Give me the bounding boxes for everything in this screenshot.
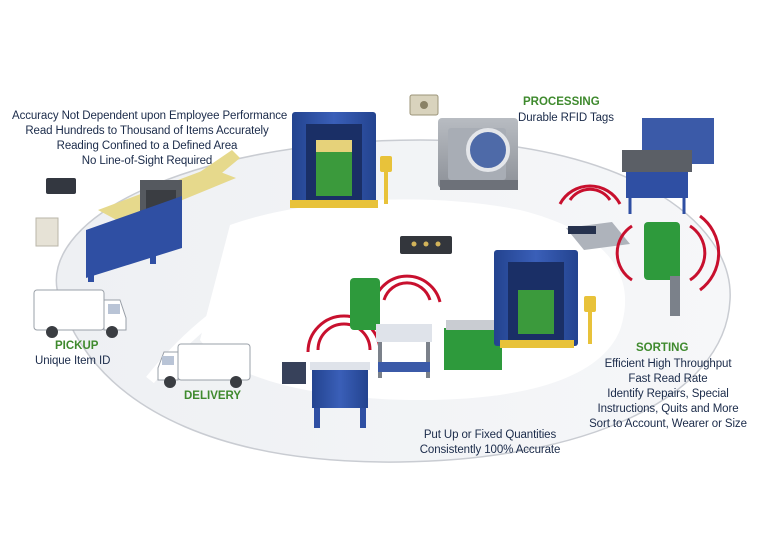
rfid-tunnel-top [290, 112, 392, 208]
conveyor-tunnel-left [86, 150, 240, 282]
delivery-title: DELIVERY [184, 390, 242, 402]
sorting-title: SORTING [636, 342, 689, 354]
rfid-tunnel-center [494, 250, 596, 348]
green-bin [444, 320, 502, 370]
quantities-line: Consistently 100% Accurate [419, 444, 561, 456]
delivery-van [157, 343, 251, 388]
sorting-line: Identify Repairs, Special [607, 388, 729, 400]
rfid-reader-left [35, 178, 76, 247]
quantities-line: Put Up or Fixed Quantities [423, 429, 557, 441]
pickup-desc: Unique Item ID [35, 355, 111, 367]
processing-desc: Durable RFID Tags [518, 112, 614, 124]
rfid-tag-icon [409, 94, 439, 116]
pickup-title: PICKUP [55, 340, 99, 352]
accuracy-line: Read Hundreds to Thousand of Items Accur… [25, 125, 269, 137]
sorting-line: Fast Read Rate [628, 373, 708, 385]
accuracy-line: No Line-of-Sight Required [81, 155, 213, 167]
quantities-note: Put Up or Fixed Quantities Consistently … [400, 428, 580, 458]
rfid-signal-sorting-table [558, 184, 630, 250]
processing-title: PROCESSING [523, 96, 600, 108]
rfid-signal-garment-sorter [615, 214, 721, 316]
pickup-van [33, 289, 127, 338]
rfid-reader-center [400, 236, 452, 254]
tunnel-dryer [622, 118, 714, 214]
accuracy-line: Reading Confined to a Defined Area [56, 140, 238, 152]
sorting-benefits: Efficient High Throughput Fast Read Rate… [578, 357, 758, 432]
floor-loop [55, 139, 731, 463]
sorting-line: Sort to Account, Wearer or Size [589, 418, 747, 430]
washer-machine [438, 118, 518, 190]
accuracy-benefits: Accuracy Not Dependent upon Employee Per… [12, 109, 288, 169]
sorting-line: Efficient High Throughput [604, 358, 732, 370]
rfid-signal-garment-cart [350, 274, 442, 378]
sorting-line: Instructions, Quits and More [597, 403, 739, 415]
accuracy-line: Accuracy Not Dependent upon Employee Per… [12, 110, 288, 122]
